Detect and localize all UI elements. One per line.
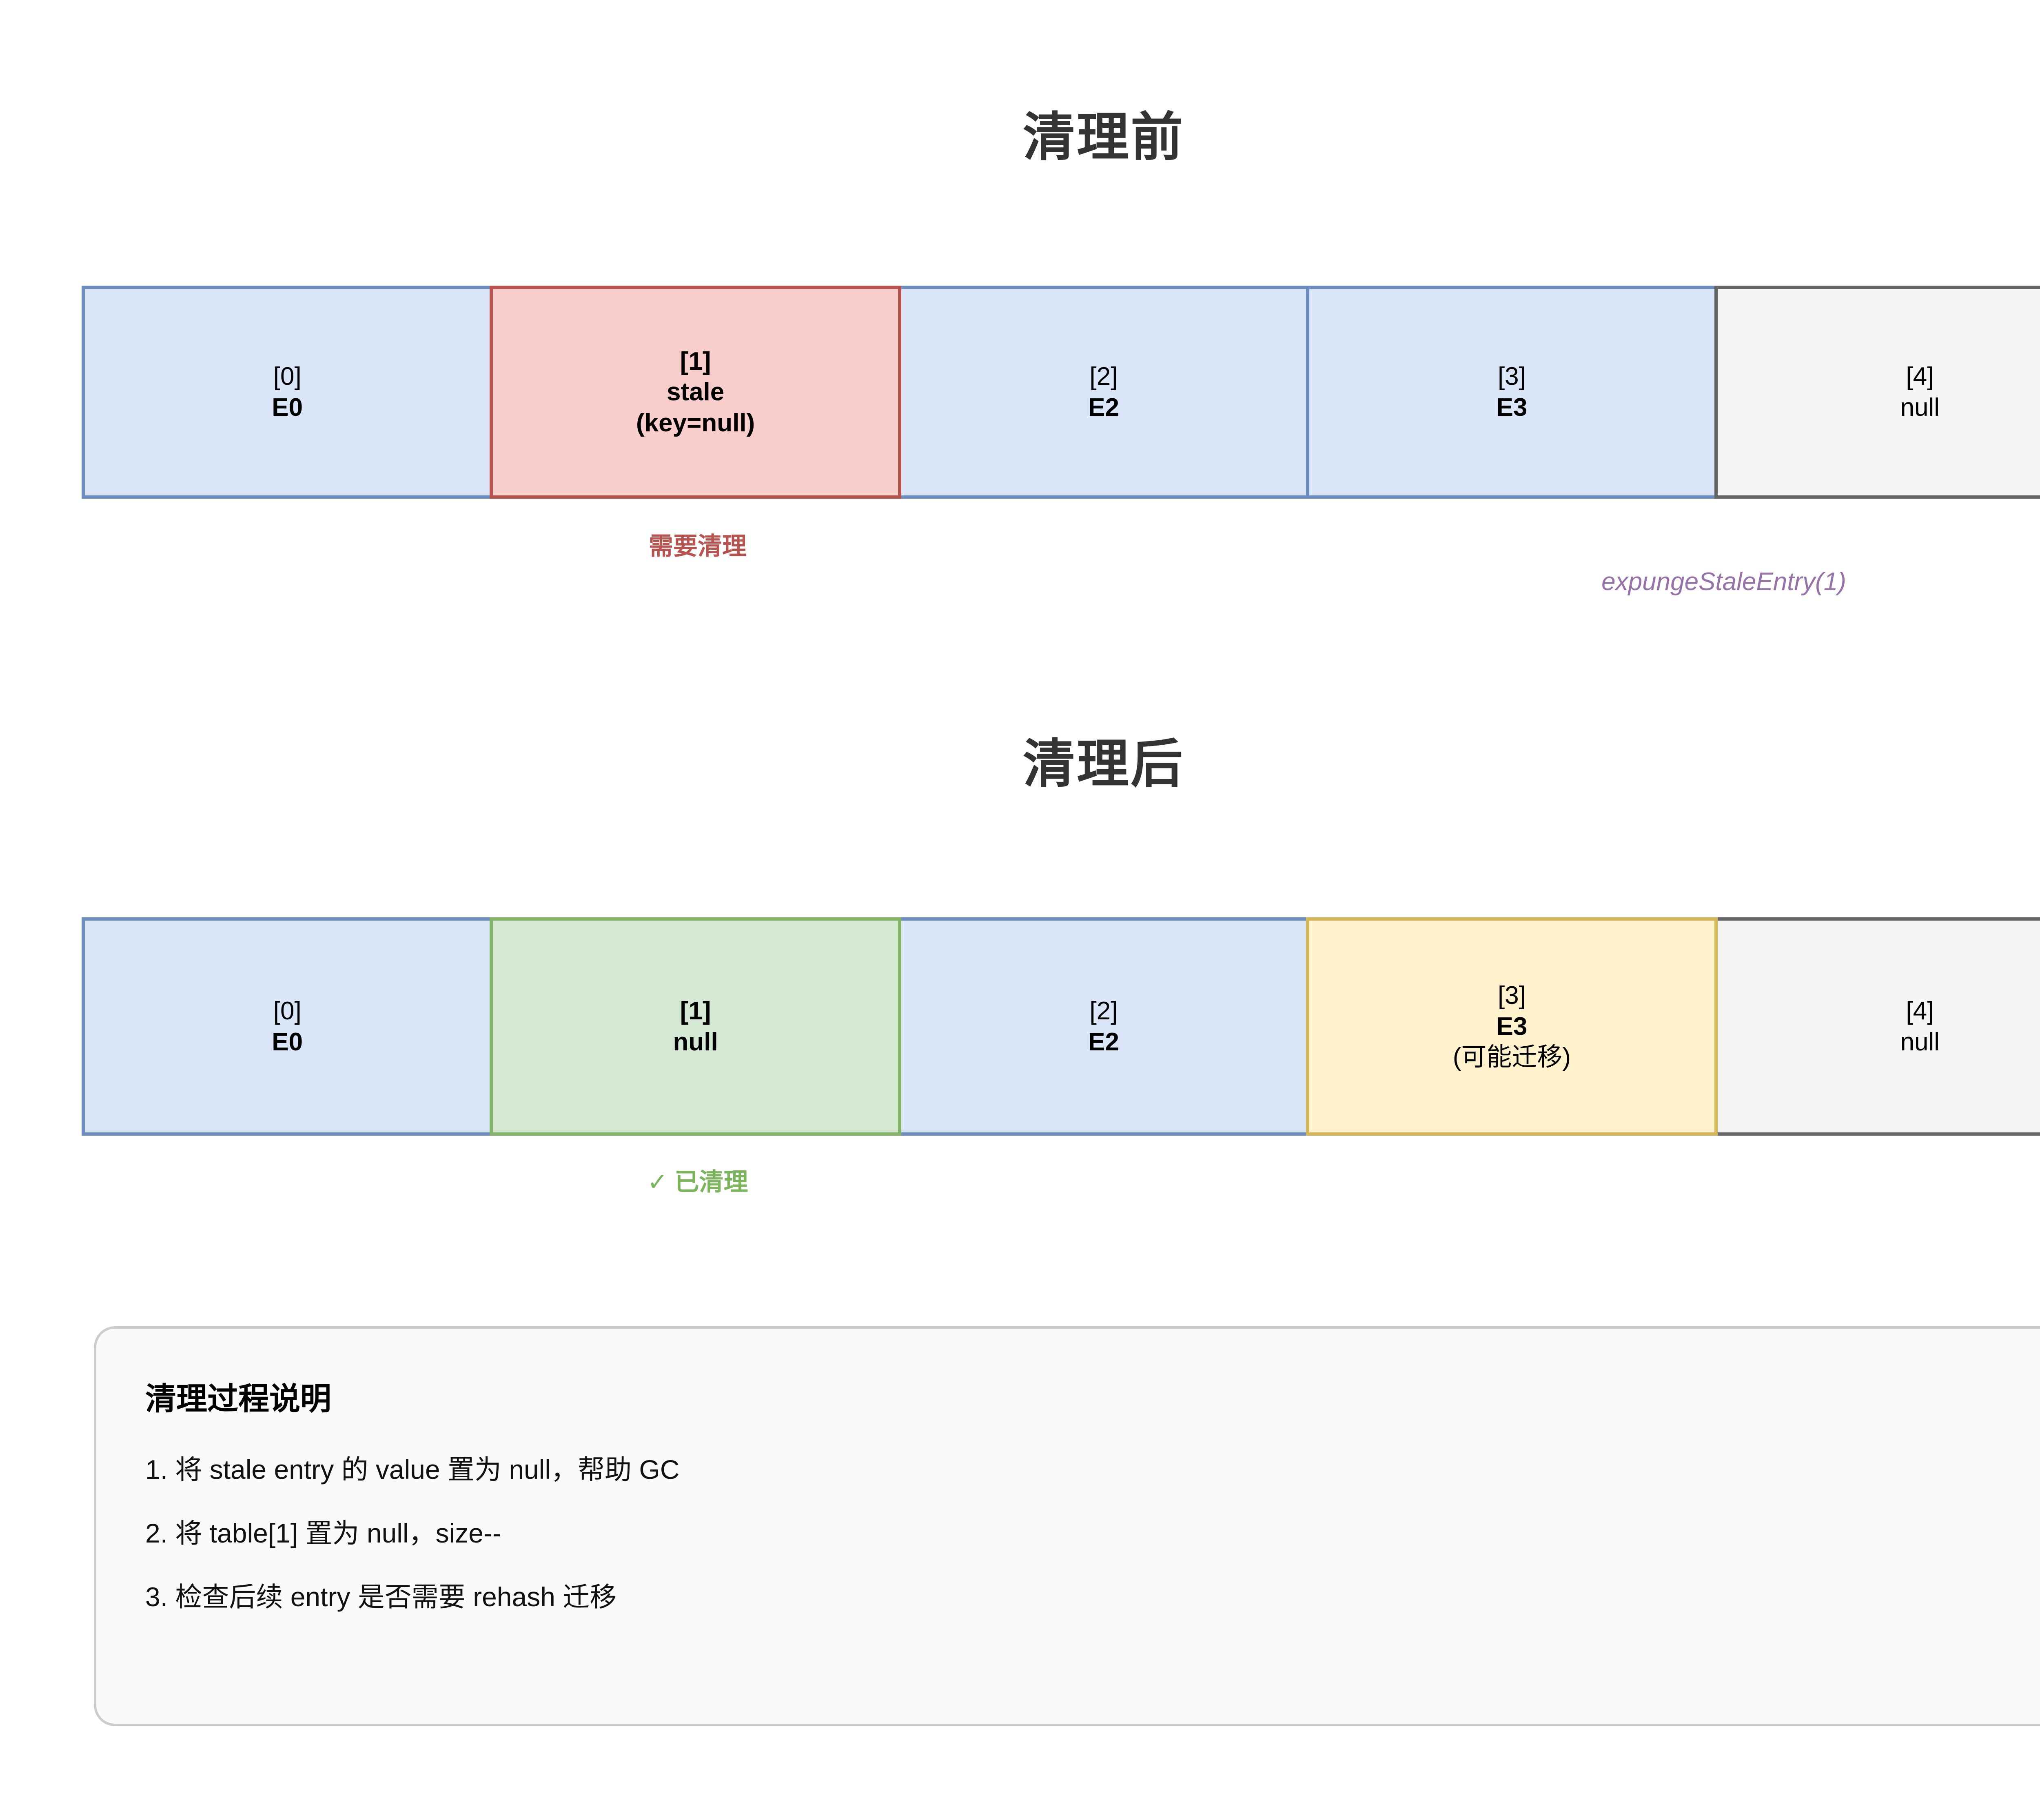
expunge-method-label: expungeStaleEntry(1) bbox=[1601, 568, 1846, 596]
cell-value-label: E3 bbox=[1496, 393, 1528, 422]
array-cell-0-after[interactable]: [0] E0 bbox=[82, 917, 493, 1136]
array-row-before: [0] E0 [1] stale (key=null) [2] E2 [3] E… bbox=[82, 286, 2040, 499]
cell-value-label: null bbox=[1900, 1028, 1940, 1056]
cell-value-label: null bbox=[1900, 393, 1940, 422]
need-clean-label: 需要清理 bbox=[649, 533, 747, 560]
cell-index-label: [2] bbox=[1089, 362, 1118, 391]
section-title-before: 清理前 bbox=[1022, 108, 1184, 166]
array-cell-2-before[interactable]: [2] E2 bbox=[898, 286, 1310, 499]
array-cell-3-before[interactable]: [3] E3 bbox=[1306, 286, 1718, 499]
array-row-after: [0] E0 [1] null [2] E2 [3] E3 (可能迁移) [4]… bbox=[82, 917, 2040, 1136]
cell-index-label: [2] bbox=[1089, 997, 1118, 1025]
info-panel-heading: 清理过程说明 bbox=[145, 1382, 331, 1416]
cell-index-label: [0] bbox=[273, 362, 302, 391]
section-title-after: 清理后 bbox=[1022, 735, 1184, 793]
cell-index-label: [3] bbox=[1497, 981, 1526, 1010]
cell-note-label: (key=null) bbox=[636, 408, 755, 437]
cell-value-label: E2 bbox=[1088, 393, 1119, 422]
cell-index-label: [1] bbox=[680, 997, 711, 1025]
cell-value-label: E0 bbox=[272, 1028, 303, 1056]
cell-index-label: [0] bbox=[273, 997, 302, 1025]
array-cell-1-after-cleared[interactable]: [1] null bbox=[490, 917, 901, 1136]
cell-index-label: [4] bbox=[1906, 997, 1934, 1025]
array-cell-0-before[interactable]: [0] E0 bbox=[82, 286, 493, 499]
cell-value-label: E0 bbox=[272, 393, 303, 422]
array-cell-2-after[interactable]: [2] E2 bbox=[898, 917, 1310, 1136]
cell-value-label: stale bbox=[666, 378, 725, 406]
cell-index-label: [3] bbox=[1497, 362, 1526, 391]
array-cell-4-before[interactable]: [4] null bbox=[1714, 286, 2040, 499]
cleanup-explanation-panel: 清理过程说明 1. 将 stale entry 的 value 置为 null，… bbox=[94, 1326, 2040, 1726]
info-step-3: 3. 检查后续 entry 是否需要 rehash 迁移 bbox=[145, 1582, 617, 1612]
cell-value-label: E2 bbox=[1088, 1028, 1119, 1056]
cell-index-label: [4] bbox=[1906, 362, 1934, 391]
array-cell-1-before-stale[interactable]: [1] stale (key=null) bbox=[490, 286, 901, 499]
info-step-1: 1. 将 stale entry 的 value 置为 null，帮助 GC bbox=[145, 1454, 680, 1485]
cell-value-label: null bbox=[673, 1028, 718, 1056]
cell-index-label: [1] bbox=[680, 347, 711, 375]
cell-note-label: (可能迁移) bbox=[1452, 1043, 1571, 1072]
array-cell-4-after[interactable]: [4] null bbox=[1714, 917, 2040, 1136]
info-step-2: 2. 将 table[1] 置为 null，size-- bbox=[145, 1518, 501, 1548]
cleaned-label: ✓ 已清理 bbox=[647, 1168, 748, 1196]
array-cell-3-after-rehash[interactable]: [3] E3 (可能迁移) bbox=[1306, 917, 1718, 1136]
cell-value-label: E3 bbox=[1496, 1012, 1528, 1041]
